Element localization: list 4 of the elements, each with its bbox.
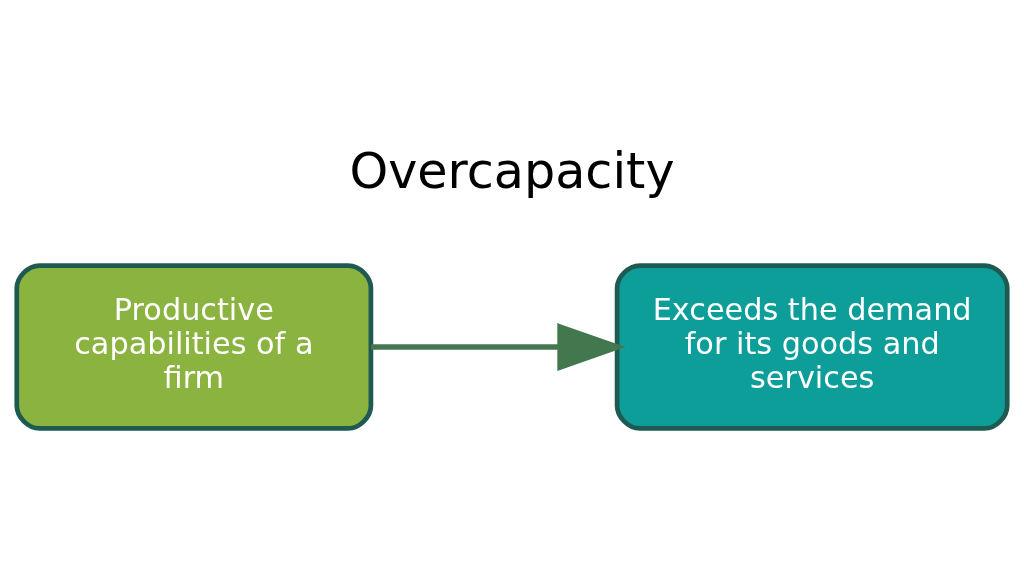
arrow [371,323,626,371]
node-box: Productive capabilities of a firm [14,263,374,431]
diagram-title: Overcapacity [349,141,675,200]
node-box: Exceeds the demand for its goods and services [614,263,1010,431]
